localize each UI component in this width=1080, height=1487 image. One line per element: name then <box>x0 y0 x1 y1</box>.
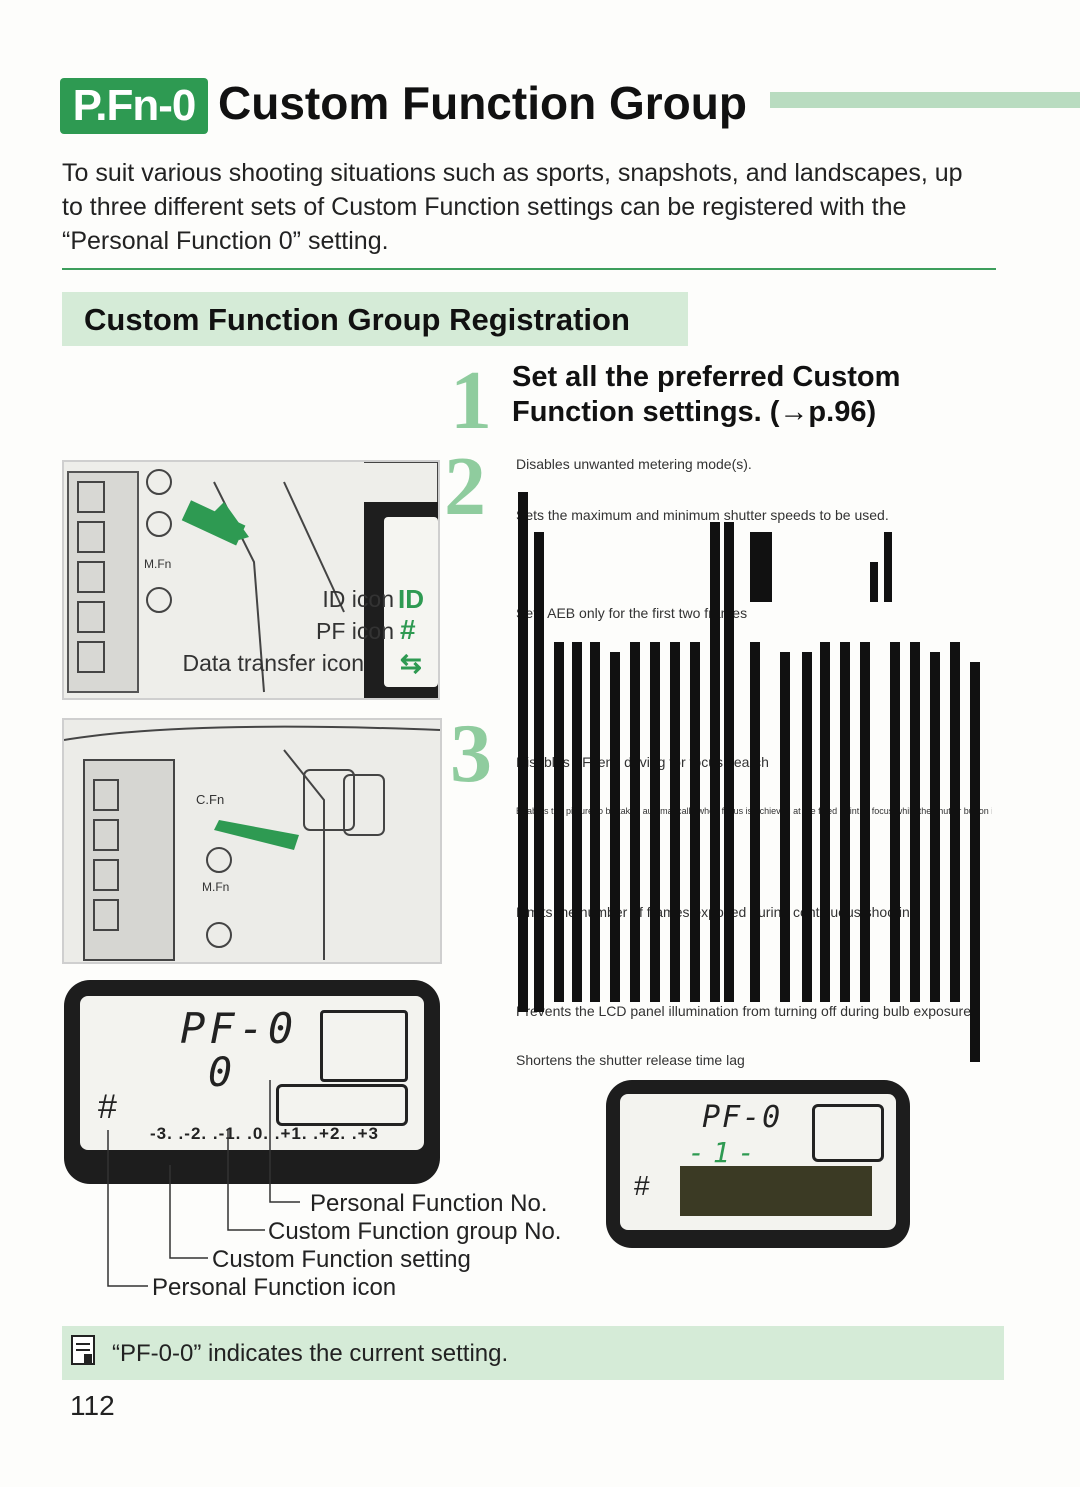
lcd-small-box <box>812 1104 884 1162</box>
divider <box>62 268 996 270</box>
step-number-3: 3 <box>450 707 492 800</box>
section-header: Custom Function Group Registration <box>62 292 688 346</box>
legend-custom-function-group-no: Custom Function group No. <box>268 1218 562 1245</box>
data-transfer-icon: ⇆ <box>400 648 422 678</box>
lcd-small-lower-area <box>680 1166 872 1216</box>
step1-instruction: Set all the preferred Custom Function se… <box>512 360 900 430</box>
lcd-pf-readout: PF-0 <box>180 1004 298 1053</box>
list-item: Sets AEB only for the first two frames <box>516 605 748 621</box>
camera-illustration-back <box>64 720 440 962</box>
page-title: Custom Function Group <box>218 77 747 129</box>
cfn-label: C.Fn <box>196 792 225 807</box>
camera-top-photo: M.Fn ID icon PF icon Data transfer icon … <box>62 460 440 700</box>
legend-personal-function-no: Personal Function No. <box>310 1190 548 1217</box>
legend-connector-lines <box>107 1080 300 1287</box>
lcd-small-setting: -1- <box>688 1136 763 1169</box>
section-title: Custom Function Group Registration <box>84 302 630 337</box>
lcd-setting-readout: 0 <box>208 1050 233 1096</box>
step1-line2: Function settings. (→p.96) <box>512 396 877 428</box>
memo-icon <box>71 1335 95 1365</box>
lcd-small-pf-readout: PF-0 <box>702 1100 783 1135</box>
pfn-badge: P.Fn-0 <box>60 78 208 134</box>
data-transfer-icon-label: Data transfer icon <box>182 650 364 676</box>
list-item: Shortens the shutter release time lag <box>516 1052 745 1068</box>
lcd-exposure-scale: -3. .-2. .-1. .0. .+1. .+2. .+3 <box>150 1124 379 1143</box>
legend-personal-function-icon: Personal Function icon <box>152 1274 397 1301</box>
camera-back-photo: C.Fn M.Fn <box>62 718 442 964</box>
id-icon: ID <box>398 584 424 614</box>
lcd-box-lower <box>276 1084 408 1126</box>
list-item: Disables unwanted metering mode(s). <box>516 456 752 472</box>
lcd-box-upper <box>320 1010 408 1082</box>
step1-line1: Set all the preferred Custom <box>512 361 901 393</box>
pf-icon-label: PF icon <box>316 618 394 644</box>
list-item: Prevents the LCD panel illumination from… <box>516 1003 978 1019</box>
mfn-label: M.Fn <box>144 557 172 571</box>
camera-illustration-top <box>64 462 438 698</box>
lcd-panel-large: PF-0 0 # -3. .-2. .-1. .0. .+1. .+2. .+3 <box>64 980 440 1184</box>
scan-artifact-bars <box>518 492 980 1062</box>
lcd-screen-large: PF-0 0 # -3. .-2. .-1. .0. .+1. .+2. .+3 <box>80 996 424 1150</box>
mfn-label-back: M.Fn <box>202 880 230 894</box>
legend-custom-function-setting: Custom Function setting <box>212 1246 471 1273</box>
lcd-screen-small: PF-0 -1- # <box>620 1094 896 1230</box>
lcd-pf-icon: # <box>98 1088 117 1126</box>
intro-paragraph: To suit various shooting situations such… <box>62 159 963 255</box>
step-number-1: 1 <box>450 354 492 447</box>
pf-icon: # <box>400 614 416 645</box>
list-item: Sets the maximum and minimum shutter spe… <box>516 507 889 523</box>
function-list: Disables unwanted metering mode(s). Sets… <box>512 452 992 1072</box>
title-decoration-bar <box>770 92 1080 108</box>
id-icon-label: ID icon <box>322 586 394 612</box>
lcd-small-pf-icon: # <box>634 1170 650 1201</box>
page-number: 112 <box>70 1390 115 1421</box>
lcd-panel-small: PF-0 -1- # <box>606 1080 910 1248</box>
step-number-2: 2 <box>444 440 486 533</box>
note-text: “PF-0-0” indicates the current setting. <box>112 1340 509 1367</box>
note-bar: “PF-0-0” indicates the current setting. <box>62 1326 1004 1380</box>
